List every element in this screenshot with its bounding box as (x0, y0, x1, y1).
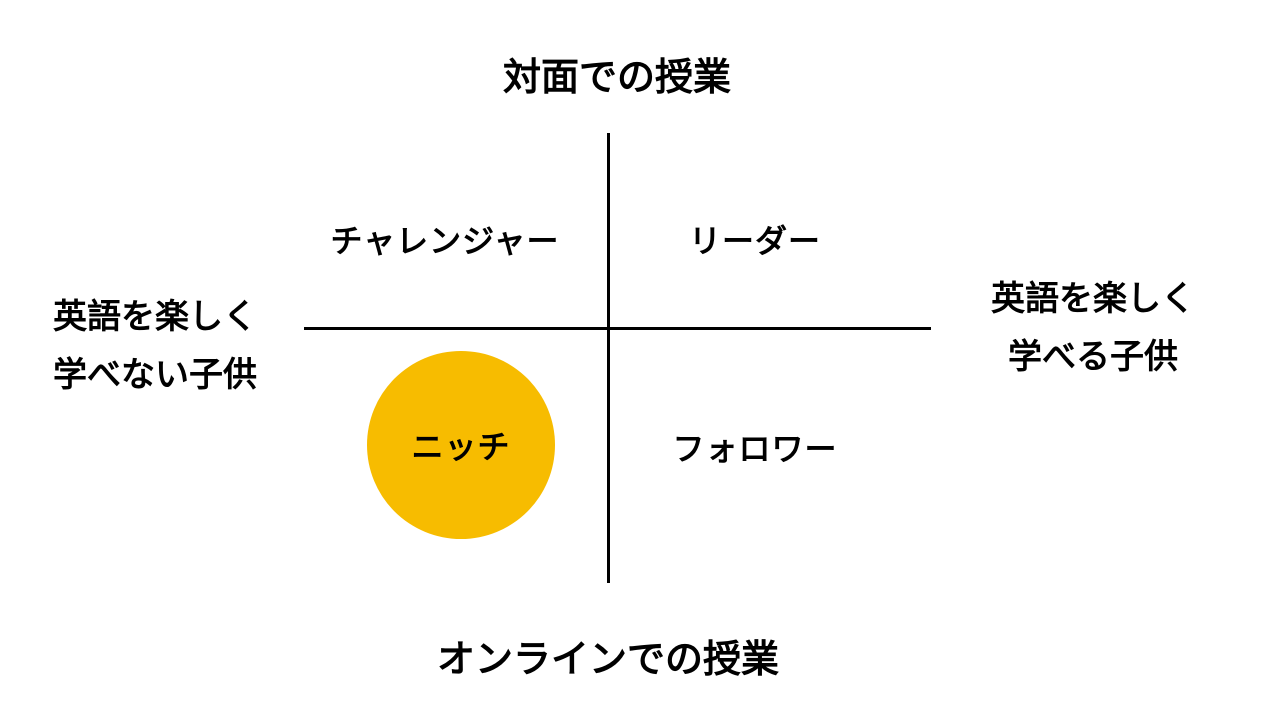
axis-label-right-line1: 英語を楽しく (991, 279, 1195, 319)
vertical-axis-line (607, 133, 610, 583)
quadrant-label-top-right: リーダー (688, 222, 821, 260)
axis-label-right-line2: 学べる子供 (1008, 337, 1178, 377)
quadrant-label-bottom-left: ニッチ (411, 428, 511, 466)
axis-label-left-line1: 英語を楽しく (53, 297, 257, 337)
axis-label-left-line2: 学べない子供 (53, 355, 257, 395)
axis-label-bottom: オンラインでの授業 (436, 637, 779, 681)
axis-label-left: 英語を楽しく 学べない子供 (20, 288, 290, 404)
axis-label-right: 英語を楽しく 学べる子供 (958, 270, 1228, 386)
quadrant-label-bottom-right: フォロワー (672, 430, 838, 468)
niche-highlight-circle: ニッチ (367, 351, 555, 539)
horizontal-axis-line (304, 327, 931, 330)
quadrant-label-top-left: チャレンジャー (330, 222, 560, 260)
axis-label-top: 対面での授業 (502, 55, 731, 99)
